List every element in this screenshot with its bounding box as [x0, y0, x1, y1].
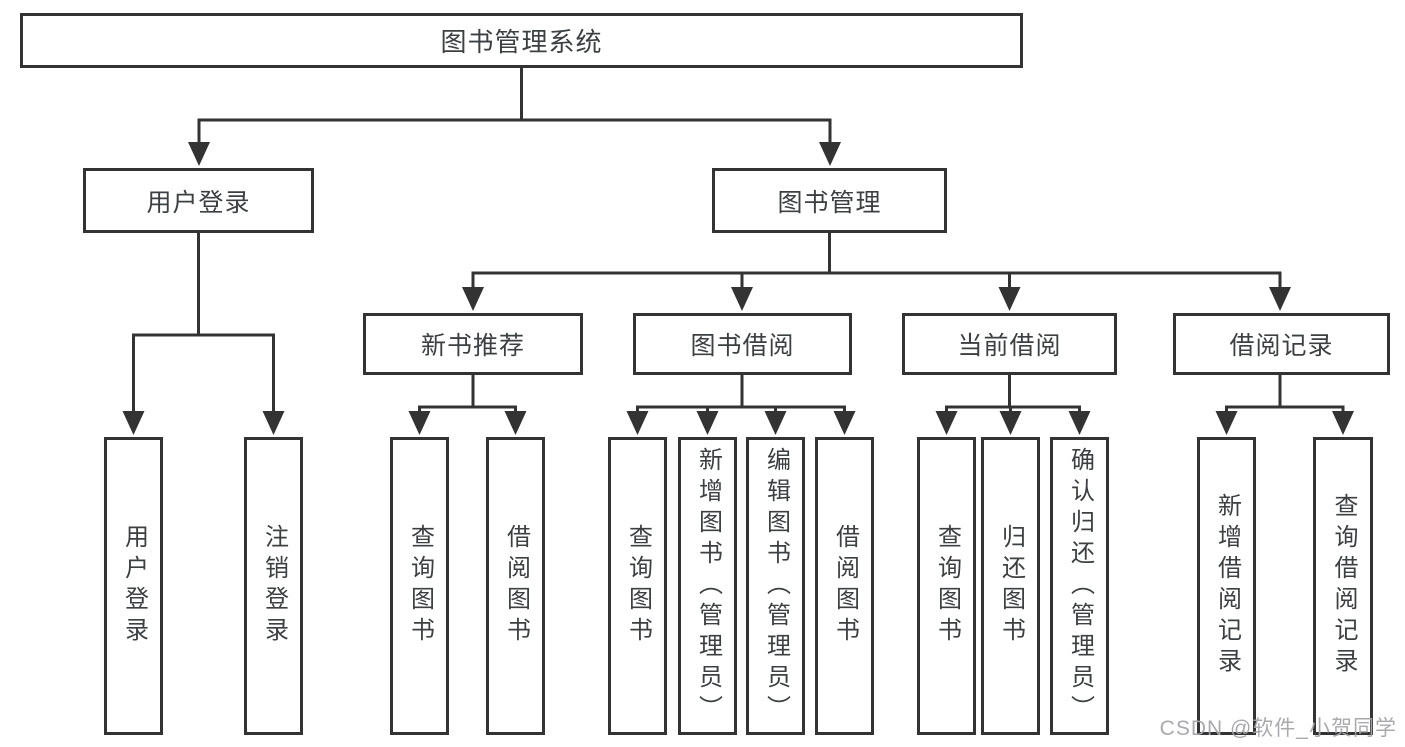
node-current-borrowing: 当前借阅 — [902, 313, 1117, 375]
leaf-cb-return-books: 归还图书 — [981, 437, 1040, 735]
node-library-system: 图书管理系统 — [20, 13, 1023, 68]
node-label: 新书推荐 — [420, 332, 525, 360]
leaf-label: 新增图书（管理员） — [694, 446, 722, 726]
leaf-label: 查询图书 — [933, 524, 961, 648]
leaf-bb-borrow-books: 借阅图书 — [815, 437, 874, 735]
leaf-bb-add-books-admin: 新增图书（管理员） — [678, 437, 737, 735]
leaf-bb-query-books: 查询图书 — [608, 437, 667, 735]
node-label: 图书借阅 — [690, 332, 795, 360]
leaf-label: 查询图书 — [406, 524, 434, 648]
leaf-cb-confirm-return-admin: 确认归还（管理员） — [1050, 437, 1109, 735]
arrowheads — [122, 142, 1354, 435]
leaf-label: 编辑图书（管理员） — [762, 446, 790, 726]
node-new-book-recommend: 新书推荐 — [363, 313, 583, 375]
leaf-br-query-record: 查询借阅记录 — [1313, 437, 1373, 735]
leaf-br-add-record: 新增借阅记录 — [1197, 437, 1256, 735]
leaf-logout-login: 注销登录 — [244, 437, 303, 735]
node-borrowing-records: 借阅记录 — [1173, 313, 1390, 375]
node-label: 借阅记录 — [1229, 332, 1334, 360]
leaf-bb-edit-books-admin: 编辑图书（管理员） — [746, 437, 805, 735]
node-book-borrowing: 图书借阅 — [633, 313, 852, 375]
leaf-label: 借阅图书 — [831, 524, 859, 648]
leaf-label: 用户登录 — [120, 524, 148, 648]
node-label: 用户登录 — [146, 188, 251, 217]
node-label: 图书管理 — [777, 188, 882, 217]
leaf-label: 新增借阅记录 — [1213, 493, 1241, 679]
leaf-label: 借阅图书 — [502, 524, 530, 648]
leaf-label: 查询借阅记录 — [1330, 493, 1357, 679]
leaf-nb-borrow-books: 借阅图书 — [486, 437, 545, 735]
leaf-label: 注销登录 — [260, 524, 288, 648]
node-book-management: 图书管理 — [712, 168, 947, 233]
leaf-nb-query-books: 查询图书 — [390, 437, 449, 735]
leaf-user-login: 用户登录 — [104, 437, 163, 735]
leaf-label: 确认归还（管理员） — [1066, 446, 1094, 726]
leaf-cb-query-books: 查询图书 — [917, 437, 976, 735]
leaf-label: 查询图书 — [624, 524, 652, 648]
node-label: 当前借阅 — [957, 332, 1062, 360]
node-user-login: 用户登录 — [83, 168, 314, 233]
leaf-label: 归还图书 — [997, 524, 1025, 648]
watermark: CSDN @软件_小贺同学 — [1159, 717, 1397, 740]
node-label: 图书管理系统 — [440, 27, 603, 57]
